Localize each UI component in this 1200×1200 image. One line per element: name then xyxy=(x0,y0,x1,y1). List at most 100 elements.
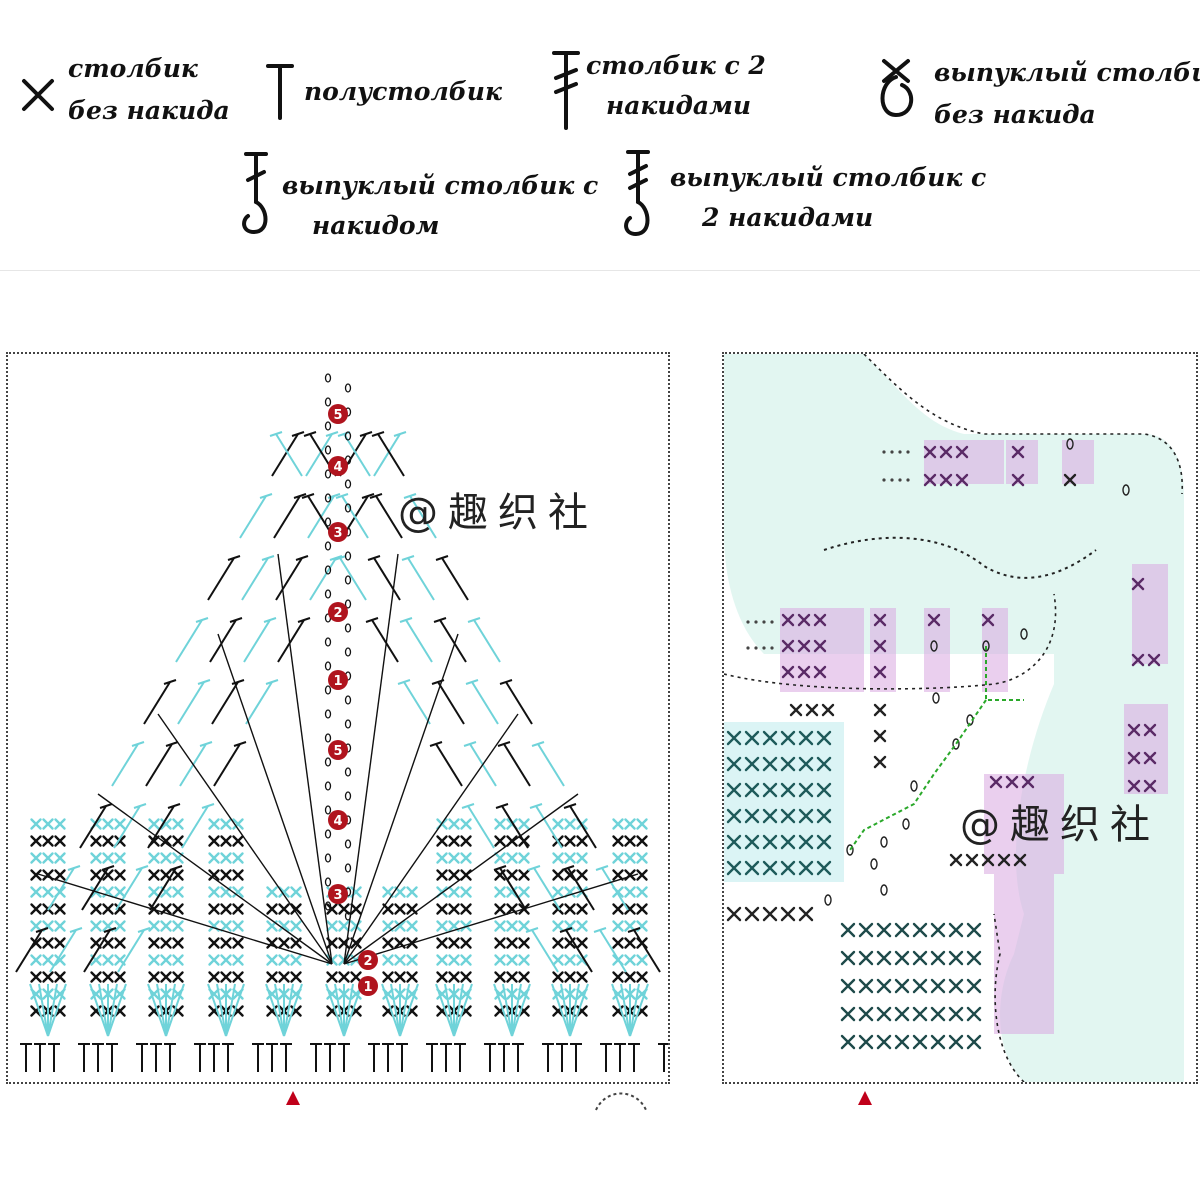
legend-label-sc-2: без накида xyxy=(68,91,230,131)
diagonal-post-stitch xyxy=(208,558,234,600)
diagonal-post-stitch xyxy=(50,930,76,972)
x-stitch xyxy=(520,973,529,982)
right-chart-drawing xyxy=(724,354,1196,1082)
x-stitch xyxy=(578,905,587,914)
x-stitch xyxy=(408,973,417,982)
x-stitch xyxy=(210,854,219,863)
x-stitch xyxy=(328,922,337,931)
chain-dot xyxy=(890,478,893,481)
base-post-stitch xyxy=(484,1044,496,1072)
front-post-dc-icon xyxy=(238,150,274,238)
x-stitch xyxy=(462,973,471,982)
diagonal-post-stitch xyxy=(406,620,432,662)
x-stitch xyxy=(438,837,447,846)
x-stitch xyxy=(292,888,301,897)
x-stitch xyxy=(174,905,183,914)
x-stitch xyxy=(496,854,505,863)
diagonal-post-stitch xyxy=(634,930,660,972)
x-stitch xyxy=(438,922,447,931)
base-post-stitch xyxy=(628,1044,640,1072)
x-stitch xyxy=(508,922,517,931)
x-stitch xyxy=(450,973,459,982)
x-stitch xyxy=(578,939,587,948)
x-stitch xyxy=(800,908,812,920)
row-number-label: 5 xyxy=(333,744,342,759)
x-stitch xyxy=(450,854,459,863)
x-stitch xyxy=(44,939,53,948)
x-stitch xyxy=(234,837,243,846)
x-stitch xyxy=(508,854,517,863)
x-stitch xyxy=(638,837,647,846)
x-stitch xyxy=(496,973,505,982)
x-stitch xyxy=(116,939,125,948)
x-stitch xyxy=(914,1036,926,1048)
base-post-stitch xyxy=(136,1044,148,1072)
legend-label-fpsc-1: выпуклый столбик xyxy=(934,53,1200,93)
x-stitch xyxy=(384,956,393,965)
chain-dot xyxy=(762,646,765,649)
x-stitch xyxy=(340,922,349,931)
x-stitch xyxy=(234,939,243,948)
x-stitch xyxy=(162,956,171,965)
chain-stitch xyxy=(326,398,331,406)
base-post-stitch xyxy=(34,1044,46,1072)
x-stitch xyxy=(638,820,647,829)
x-stitch xyxy=(396,905,405,914)
chain-stitch xyxy=(326,374,331,382)
chain-stitch xyxy=(881,837,887,847)
x-stitch xyxy=(234,871,243,880)
chain-stitch xyxy=(326,518,331,526)
x-stitch xyxy=(292,922,301,931)
base-post-stitch xyxy=(382,1044,394,1072)
chain-stitch xyxy=(326,638,331,646)
x-stitch xyxy=(496,939,505,948)
x-stitch xyxy=(626,922,635,931)
x-stitch xyxy=(222,905,231,914)
chain-dot xyxy=(906,478,909,481)
x-stitch xyxy=(292,956,301,965)
x-stitch-icon xyxy=(18,75,58,115)
chain-stitch xyxy=(903,819,909,829)
row-number-label: 4 xyxy=(333,814,342,829)
spine-line xyxy=(158,714,332,964)
x-stitch xyxy=(875,757,885,767)
legend-label-hdc: полустолбик xyxy=(304,72,502,112)
x-stitch xyxy=(210,973,219,982)
x-stitch xyxy=(508,939,517,948)
base-post-stitch xyxy=(324,1044,336,1072)
x-stitch xyxy=(614,854,623,863)
legend-label-dc2-1: столбик с 2 xyxy=(586,46,766,86)
base-post-stitch xyxy=(338,1044,350,1072)
legend-label-sc-1: столбик xyxy=(68,49,198,89)
chain-stitch xyxy=(326,758,331,766)
x-stitch xyxy=(638,973,647,982)
x-stitch xyxy=(842,1008,854,1020)
chain-stitch xyxy=(871,859,877,869)
x-stitch xyxy=(268,888,277,897)
row-number-label: 2 xyxy=(363,954,372,969)
x-stitch xyxy=(496,820,505,829)
diagonal-post-stitch xyxy=(310,558,336,600)
spine-line xyxy=(344,874,638,964)
diagonal-post-stitch xyxy=(340,558,366,600)
diagonal-post-stitch xyxy=(212,682,238,724)
purple-block xyxy=(924,608,950,692)
x-stitch xyxy=(44,973,53,982)
x-stitch xyxy=(384,973,393,982)
x-stitch xyxy=(578,837,587,846)
diagonal-post-stitch xyxy=(474,620,500,662)
x-stitch xyxy=(842,952,854,964)
x-stitch xyxy=(104,820,113,829)
x-stitch xyxy=(614,820,623,829)
x-stitch xyxy=(554,871,563,880)
x-stitch xyxy=(950,1036,962,1048)
chain-stitch xyxy=(326,446,331,454)
x-stitch xyxy=(280,905,289,914)
x-stitch xyxy=(450,888,459,897)
x-stitch xyxy=(396,956,405,965)
x-stitch xyxy=(554,854,563,863)
x-stitch xyxy=(116,871,125,880)
x-stitch xyxy=(626,888,635,897)
diagonal-post-stitch xyxy=(210,620,236,662)
x-stitch xyxy=(554,820,563,829)
